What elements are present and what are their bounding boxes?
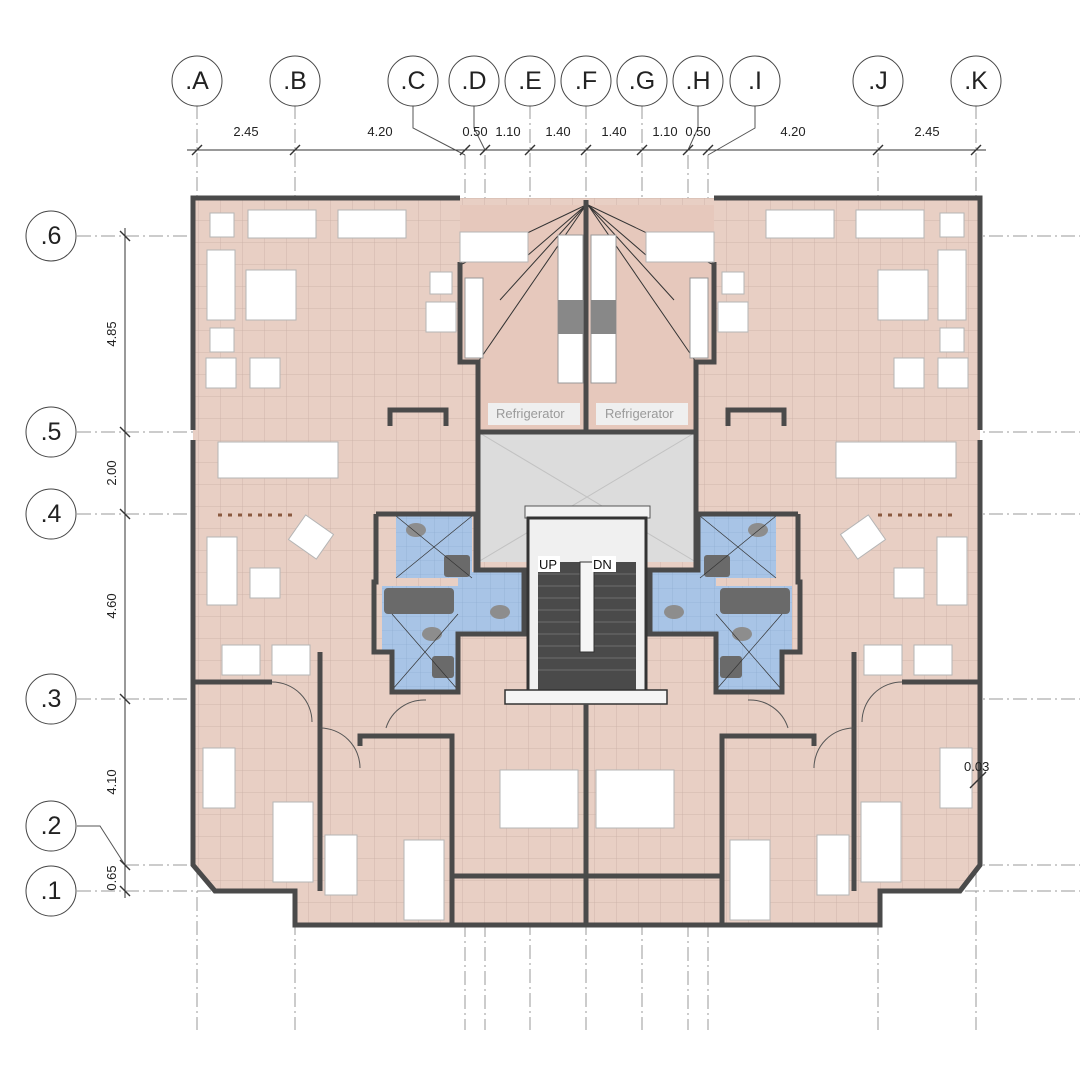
stair-up-tag-bg bbox=[538, 556, 560, 572]
grid-column-label: .C bbox=[401, 67, 426, 95]
dim-label: 4.20 bbox=[367, 124, 392, 139]
dim-label: 1.40 bbox=[601, 124, 626, 139]
dim-label: 0.50 bbox=[685, 124, 710, 139]
row-leader-line bbox=[77, 825, 126, 866]
stair-up-label: UP bbox=[539, 557, 557, 572]
dim-label: 2.45 bbox=[233, 124, 258, 139]
walls bbox=[190, 195, 983, 928]
grid-column-label: .I bbox=[748, 67, 762, 95]
vertical-dimension-line bbox=[119, 228, 131, 898]
column-leader-lines bbox=[412, 106, 756, 156]
grid-column-label: .K bbox=[964, 67, 988, 95]
row-bubbles bbox=[25, 210, 77, 917]
dim-label: 4.60 bbox=[104, 593, 119, 618]
dim-label: 4.85 bbox=[104, 321, 119, 346]
bathrooms bbox=[382, 515, 792, 691]
lobby-beam bbox=[524, 505, 651, 519]
grid-column-label: .F bbox=[575, 67, 597, 95]
grid-column-label: .D bbox=[462, 67, 487, 95]
furniture bbox=[202, 209, 973, 921]
refrigerator-right-label: Refrigerator bbox=[605, 406, 674, 421]
column-bubble-labels: .A .B .C .D .E .F .G .H .I .J .K bbox=[185, 67, 988, 95]
dim-label: 4.10 bbox=[104, 769, 119, 794]
dim-label: 0.50 bbox=[462, 124, 487, 139]
dim-label: 2.00 bbox=[104, 460, 119, 485]
grid-column-label: .E bbox=[518, 67, 542, 95]
grid-row-label: .6 bbox=[41, 222, 62, 250]
dim-label: 1.10 bbox=[652, 124, 677, 139]
grid-row-label: .4 bbox=[41, 500, 62, 528]
grid-row-label: .1 bbox=[41, 877, 62, 905]
refrigerator-left-label: Refrigerator bbox=[496, 406, 565, 421]
grid-column-label: .H bbox=[686, 67, 711, 95]
grid-column-label: .J bbox=[868, 67, 887, 95]
grid-row-label: .2 bbox=[41, 812, 62, 840]
vertical-dimension-labels: 4.85 2.00 4.60 4.10 0.65 bbox=[104, 321, 119, 890]
refrigerator-right-bg bbox=[596, 403, 688, 425]
grid-row-label: .5 bbox=[41, 418, 62, 446]
refrigerator-left-bg bbox=[488, 403, 580, 425]
stair-down-tag-bg bbox=[592, 556, 616, 572]
dim-label: 4.20 bbox=[780, 124, 805, 139]
dim-label: 1.40 bbox=[545, 124, 570, 139]
horizontal-dimension-labels: 2.45 4.20 0.50 1.10 1.40 1.40 1.10 0.50 … bbox=[233, 124, 939, 139]
wall-offset-dimension: 0.03 bbox=[964, 759, 989, 789]
row-bubble-labels: .6 .5 .4 .3 .2 .1 bbox=[41, 222, 62, 905]
dim-label: 0.65 bbox=[104, 865, 119, 890]
dim-label: 1.10 bbox=[495, 124, 520, 139]
grid-column-label: .B bbox=[283, 67, 307, 95]
column-bubbles bbox=[171, 55, 1002, 107]
stair-down-label: DN bbox=[593, 557, 612, 572]
grid-column-label: .G bbox=[629, 67, 655, 95]
staircase bbox=[504, 516, 668, 705]
grid-column-label: .A bbox=[185, 67, 209, 95]
wall-offset-label: 0.03 bbox=[964, 759, 989, 774]
grid-row-label: .3 bbox=[41, 685, 62, 713]
lift-lobby-cross bbox=[477, 431, 697, 563]
horizontal-dimension-line bbox=[187, 144, 986, 156]
dim-label: 2.45 bbox=[914, 124, 939, 139]
